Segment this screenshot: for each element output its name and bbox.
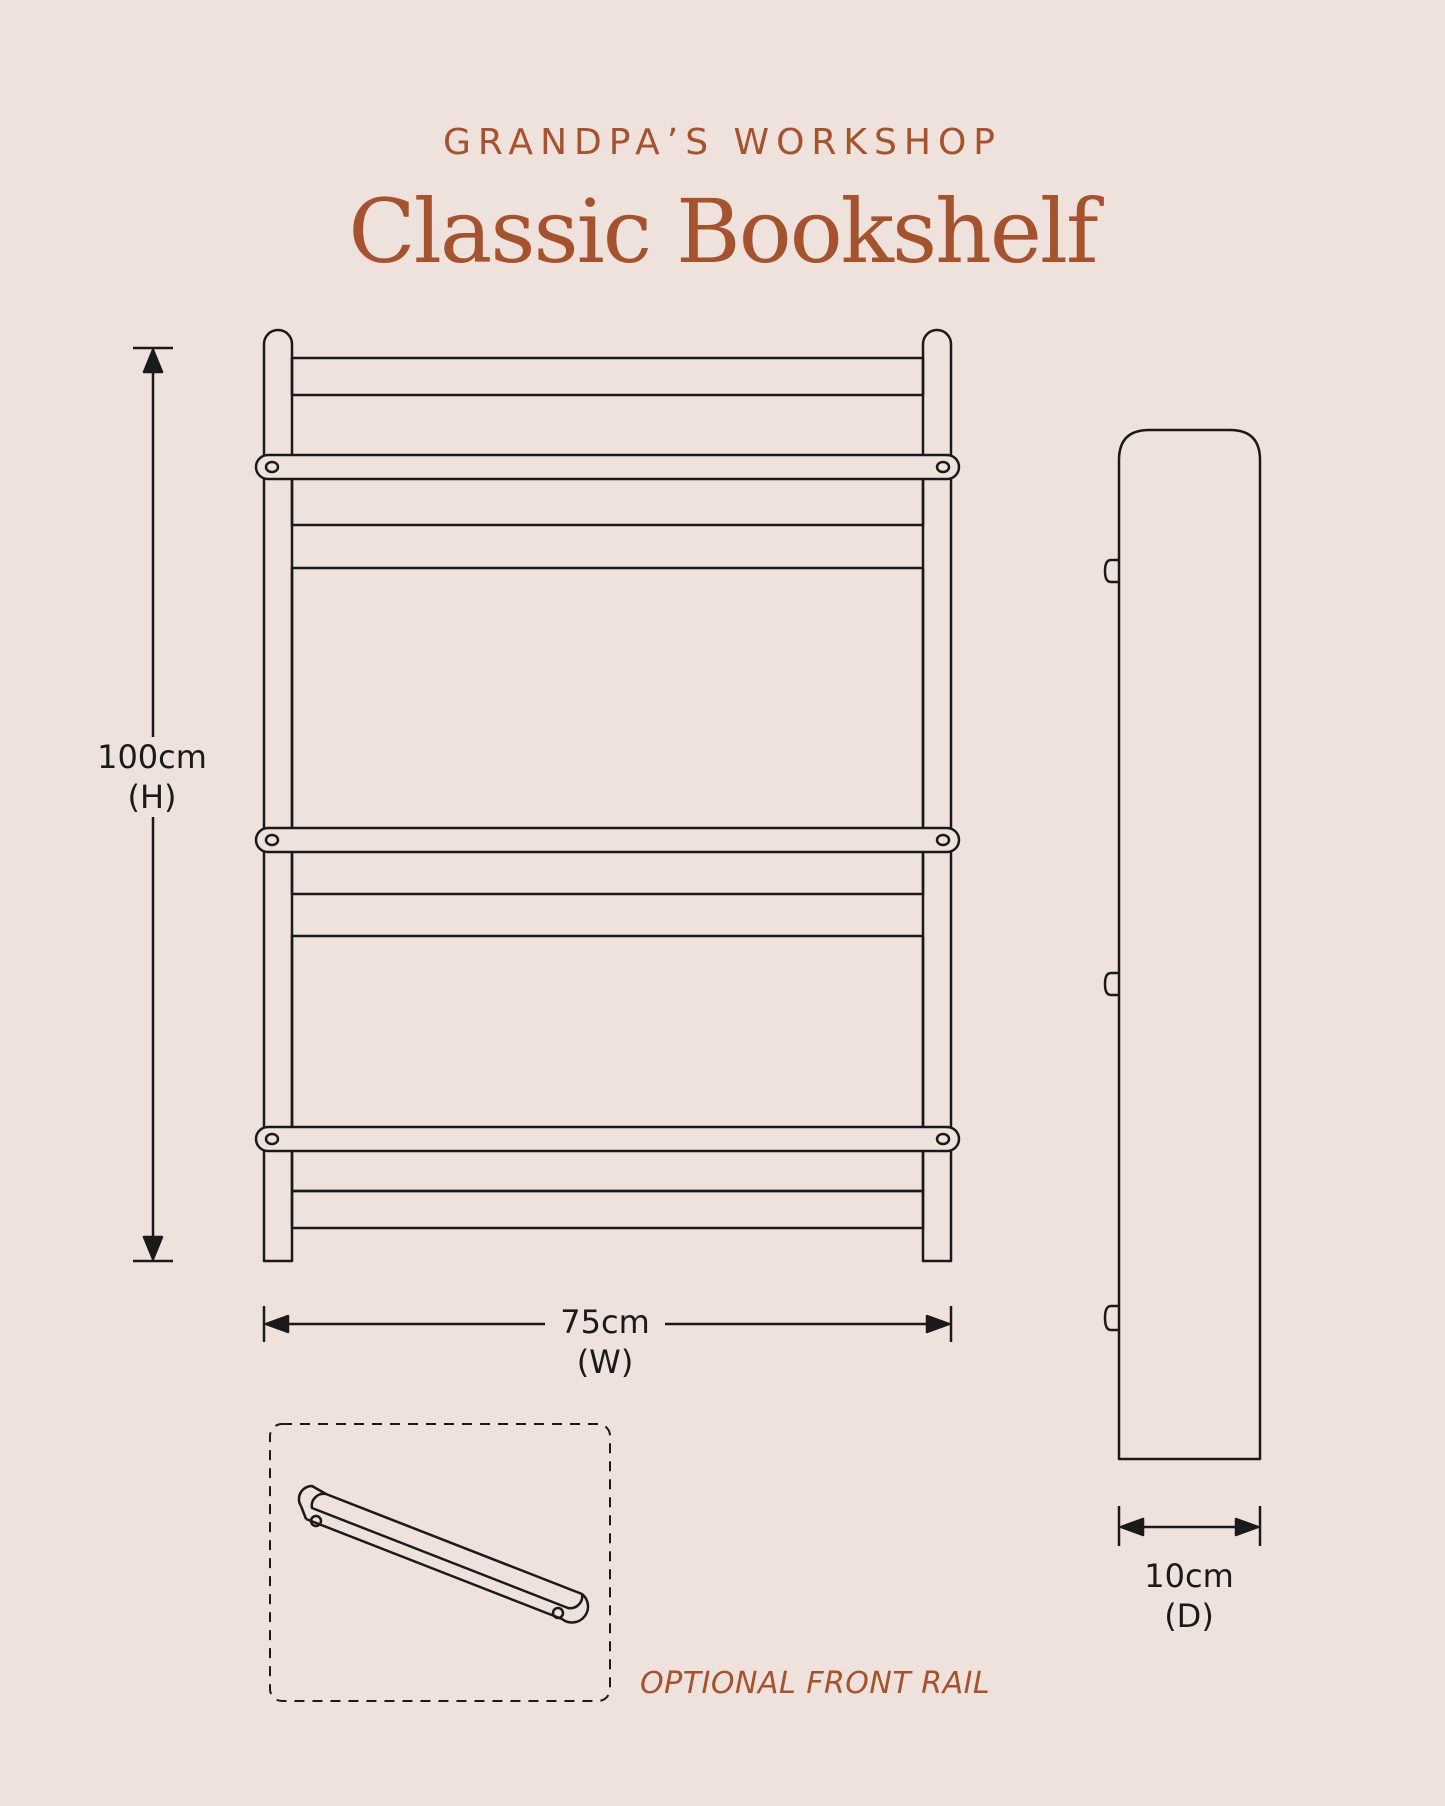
optional-rail-part bbox=[297, 1484, 590, 1624]
top-back-rail bbox=[290, 356, 925, 397]
width-value: 75cm bbox=[560, 1303, 650, 1341]
front-rail-middle bbox=[254, 826, 961, 854]
left-leg bbox=[262, 328, 294, 1263]
depth-axis: (D) bbox=[1164, 1597, 1214, 1635]
front-rail-bottom bbox=[254, 1125, 961, 1153]
width-label: 75cm (W) bbox=[545, 1302, 665, 1382]
dashed-frame bbox=[269, 1423, 611, 1702]
shelf-panel-1 bbox=[290, 476, 925, 527]
shelf-panel-2 bbox=[290, 566, 925, 896]
peg-bottom bbox=[1103, 1304, 1119, 1332]
optional-rail-label: OPTIONAL FRONT RAIL bbox=[640, 1666, 991, 1701]
shelf-panel-3 bbox=[290, 934, 925, 1193]
side-view bbox=[1103, 428, 1262, 1461]
height-axis: (H) bbox=[127, 778, 177, 816]
base-rail bbox=[290, 1189, 925, 1230]
depth-value: 10cm bbox=[1144, 1557, 1234, 1595]
page-title: Classic Bookshelf bbox=[348, 180, 1098, 283]
optional-rail-inset bbox=[269, 1423, 611, 1702]
height-value: 100cm bbox=[97, 738, 207, 776]
width-axis: (W) bbox=[576, 1343, 634, 1381]
brand-name: GRANDPA’S WORKSHOP bbox=[442, 122, 1003, 163]
right-leg bbox=[921, 328, 953, 1263]
peg-top bbox=[1103, 558, 1119, 584]
depth-dimension-line bbox=[1117, 1506, 1262, 1546]
height-label: 100cm (H) bbox=[92, 737, 212, 817]
front-view bbox=[254, 328, 961, 1263]
peg-middle bbox=[1103, 971, 1119, 997]
front-rail-top bbox=[254, 453, 961, 481]
depth-label: 10cm (D) bbox=[1129, 1556, 1249, 1636]
